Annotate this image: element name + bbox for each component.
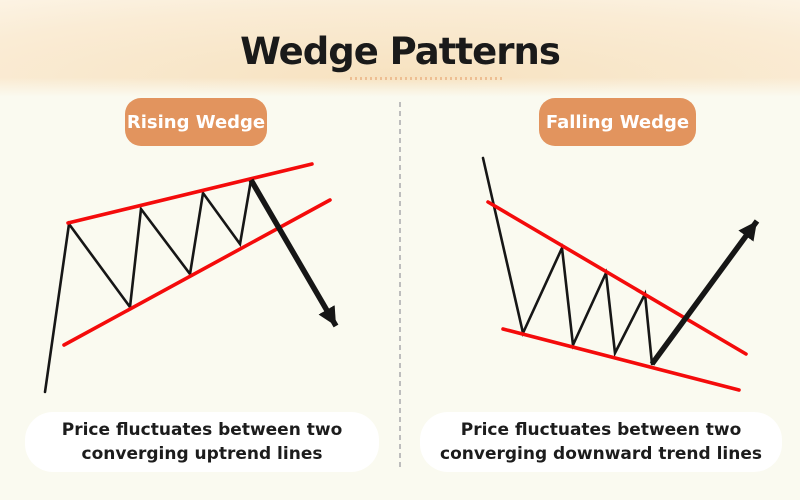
caption-falling-wedge: Price fluctuates between two converging … — [420, 412, 782, 472]
center-divider — [399, 102, 401, 467]
caption-line: converging downward trend lines — [440, 444, 762, 464]
title-underline-dots — [350, 77, 502, 80]
rising-wedge-breakout-arrow-down — [248, 178, 339, 328]
caption-line: Price fluctuates between two — [61, 419, 343, 440]
falling-wedge-breakout-arrow-up — [649, 219, 760, 366]
falling-wedge-trendline-lower-support — [501, 327, 741, 392]
badge-rising-wedge: Rising Wedge — [125, 98, 267, 146]
caption-line: converging uptrend lines — [81, 444, 323, 464]
rising-wedge-trendline-upper-resistance — [66, 162, 314, 225]
page-title: Wedge Patterns — [240, 30, 561, 73]
caption-line: Price fluctuates between two — [460, 419, 742, 440]
caption-rising-wedge: Price fluctuates between two converging … — [25, 412, 379, 472]
badge-falling-wedge: Falling Wedge — [539, 98, 696, 146]
rising-wedge-trendline-lower-support — [62, 198, 332, 347]
falling-wedge-trendline-upper-resistance — [486, 200, 748, 356]
falling-wedge-price-zigzag — [481, 156, 654, 366]
rising-wedge-price-zigzag — [43, 178, 253, 394]
header-band — [0, 0, 800, 97]
